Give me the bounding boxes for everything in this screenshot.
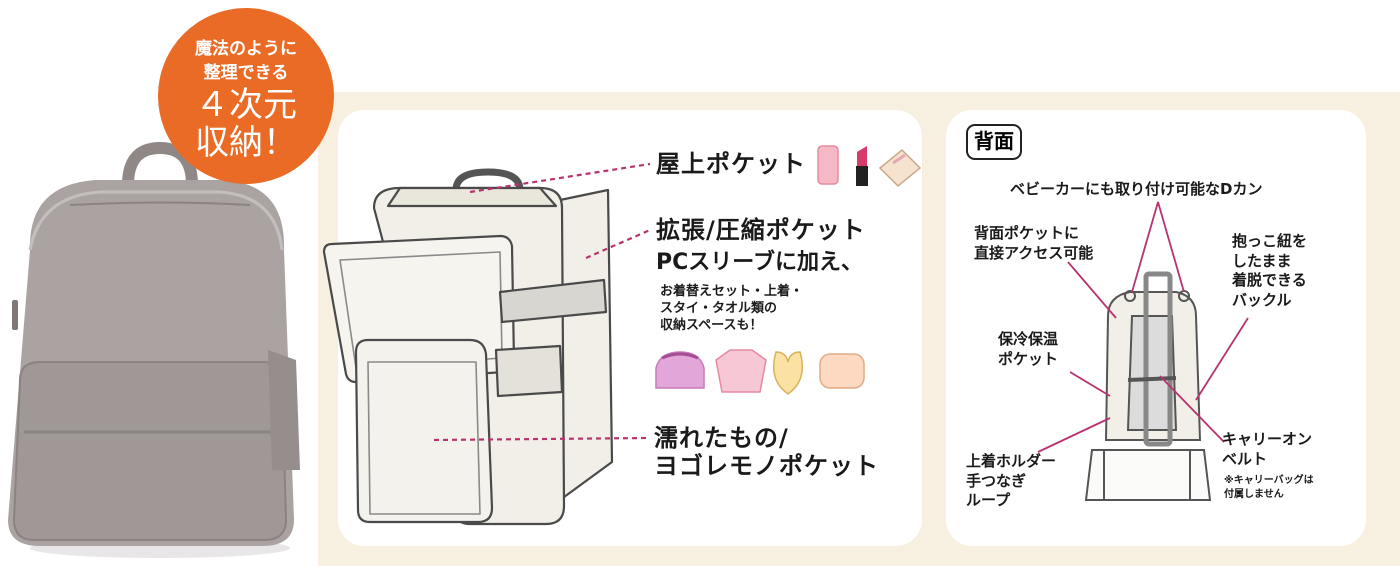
- expand-pocket-note: お着替えセット・上着・ スタイ・タオル類の 収納スペースも！: [660, 284, 804, 333]
- back-pocket-label: 背面ポケットに 直接アクセス可能: [974, 224, 1094, 262]
- towel-icon: [819, 353, 865, 389]
- carry-belt-note: ※キャリーバッグは 付属しません: [1224, 475, 1314, 500]
- tissue-icon: [878, 148, 922, 188]
- baby-item-icons: [655, 349, 865, 395]
- lipstick-icon: [856, 146, 868, 186]
- expand-pocket-subtitle: PCスリーブに加え、: [656, 250, 863, 275]
- badge-line-1: 魔法のように: [195, 39, 297, 59]
- bib-icon: [773, 351, 803, 395]
- holder-loop-label: 上着ホルダー 手つなぎ ループ: [966, 452, 1057, 509]
- backpack-photo: [8, 141, 300, 558]
- carry-belt-label: キャリーオン ベルト: [1222, 430, 1313, 468]
- badge-line-2: 整理できる: [203, 63, 289, 83]
- top-pocket-label: 屋上ポケット: [656, 150, 806, 178]
- expand-pocket-label: 拡張/圧縮ポケット: [656, 216, 866, 244]
- back-side-title: 背面: [966, 124, 1022, 160]
- badge-line-4: 収納！: [195, 123, 297, 163]
- wet-pocket-label: 濡れたもの/ ヨゴレモノポケット: [654, 424, 879, 481]
- badge-line-3: ４次元: [195, 85, 297, 125]
- four-dimension-storage-badge: 魔法のように 整理できる ４次元 収納！: [158, 8, 334, 184]
- d-ring-label: ベビーカーにも取り付け可能なDカン: [1010, 180, 1263, 198]
- cool-pocket-label: 保冷保温 ポケット: [998, 330, 1059, 368]
- top-pocket-icons: [817, 145, 922, 188]
- jacket-icon: [715, 349, 767, 393]
- baby-clothes-icon: [655, 351, 705, 389]
- buckle-label: 抱っこ紐を したまま 着脱できる バックル: [1232, 232, 1308, 309]
- phone-icon: [817, 145, 839, 185]
